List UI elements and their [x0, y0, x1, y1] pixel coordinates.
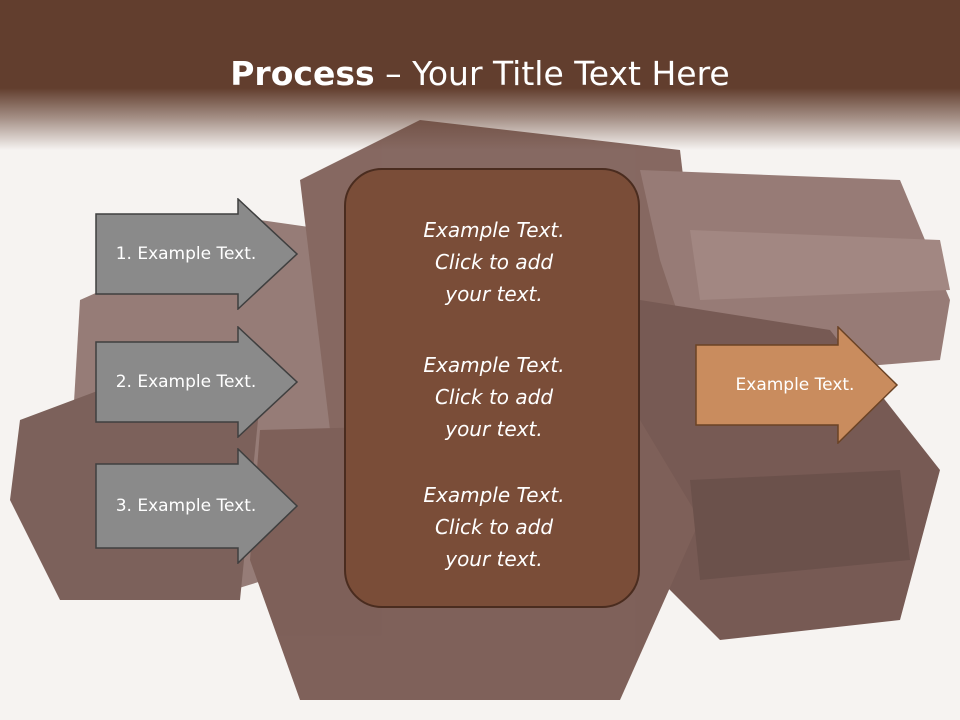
arrow-label: Example Text. — [735, 375, 855, 395]
text-line: Example Text. — [423, 353, 565, 377]
text-line: your text. — [445, 282, 543, 306]
slide-title[interactable]: Process – Your Title Text Here — [0, 52, 960, 96]
title-band — [0, 0, 960, 150]
arrow-label: 1. Example Text. — [115, 244, 257, 264]
text-line: Example Text. — [423, 483, 565, 507]
text-block-3[interactable]: Example Text. Click to add your text. — [346, 479, 642, 575]
arrow-shape — [695, 326, 899, 444]
arrow-shape — [95, 448, 299, 564]
step-arrow-3[interactable]: 3. Example Text. — [95, 448, 299, 564]
text-line: Example Text. — [423, 218, 565, 242]
text-block-1[interactable]: Example Text. Click to add your text. — [346, 214, 642, 310]
text-line: your text. — [445, 547, 543, 571]
text-line: Click to add — [434, 515, 554, 539]
arrow-shape — [95, 326, 299, 438]
center-text-box[interactable]: Example Text. Click to add your text. Ex… — [344, 168, 640, 608]
arrow-shape — [95, 198, 299, 310]
title-rest: – Your Title Text Here — [374, 54, 730, 93]
arrow-label: 3. Example Text. — [115, 496, 257, 516]
text-block-2[interactable]: Example Text. Click to add your text. — [346, 349, 642, 445]
step-arrow-1[interactable]: 1. Example Text. — [95, 198, 299, 310]
arrow-label: 2. Example Text. — [115, 372, 257, 392]
text-line: Click to add — [434, 385, 554, 409]
step-arrow-2[interactable]: 2. Example Text. — [95, 326, 299, 438]
title-bold: Process — [230, 54, 375, 93]
text-line: your text. — [445, 417, 543, 441]
result-arrow[interactable]: Example Text. — [695, 326, 899, 444]
text-line: Click to add — [434, 250, 554, 274]
